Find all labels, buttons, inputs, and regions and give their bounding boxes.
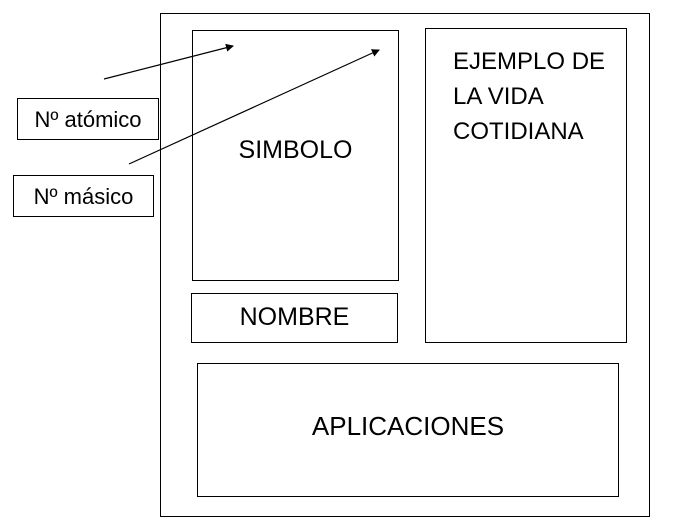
mass-number-callout: Nº másico <box>13 175 154 217</box>
everyday-example-box: EJEMPLO DE LA VIDA COTIDIANA <box>425 28 627 343</box>
symbol-box: SIMBOLO <box>192 30 399 281</box>
applications-label: APLICACIONES <box>311 411 505 441</box>
everyday-example-line: COTIDIANA <box>453 118 584 145</box>
everyday-example-label: EJEMPLO DE LA VIDA COTIDIANA <box>453 44 605 149</box>
mass-number-label: Nº másico <box>33 184 134 209</box>
name-box: NOMBRE <box>191 293 398 343</box>
symbol-label: SIMBOLO <box>238 136 353 164</box>
atomic-number-callout: Nº atómico <box>17 98 159 140</box>
everyday-example-line: EJEMPLO DE <box>453 48 606 75</box>
applications-box: APLICACIONES <box>197 363 619 497</box>
atomic-number-label: Nº atómico <box>34 107 142 132</box>
name-label: NOMBRE <box>239 303 350 331</box>
everyday-example-line: LA VIDA <box>453 83 544 110</box>
